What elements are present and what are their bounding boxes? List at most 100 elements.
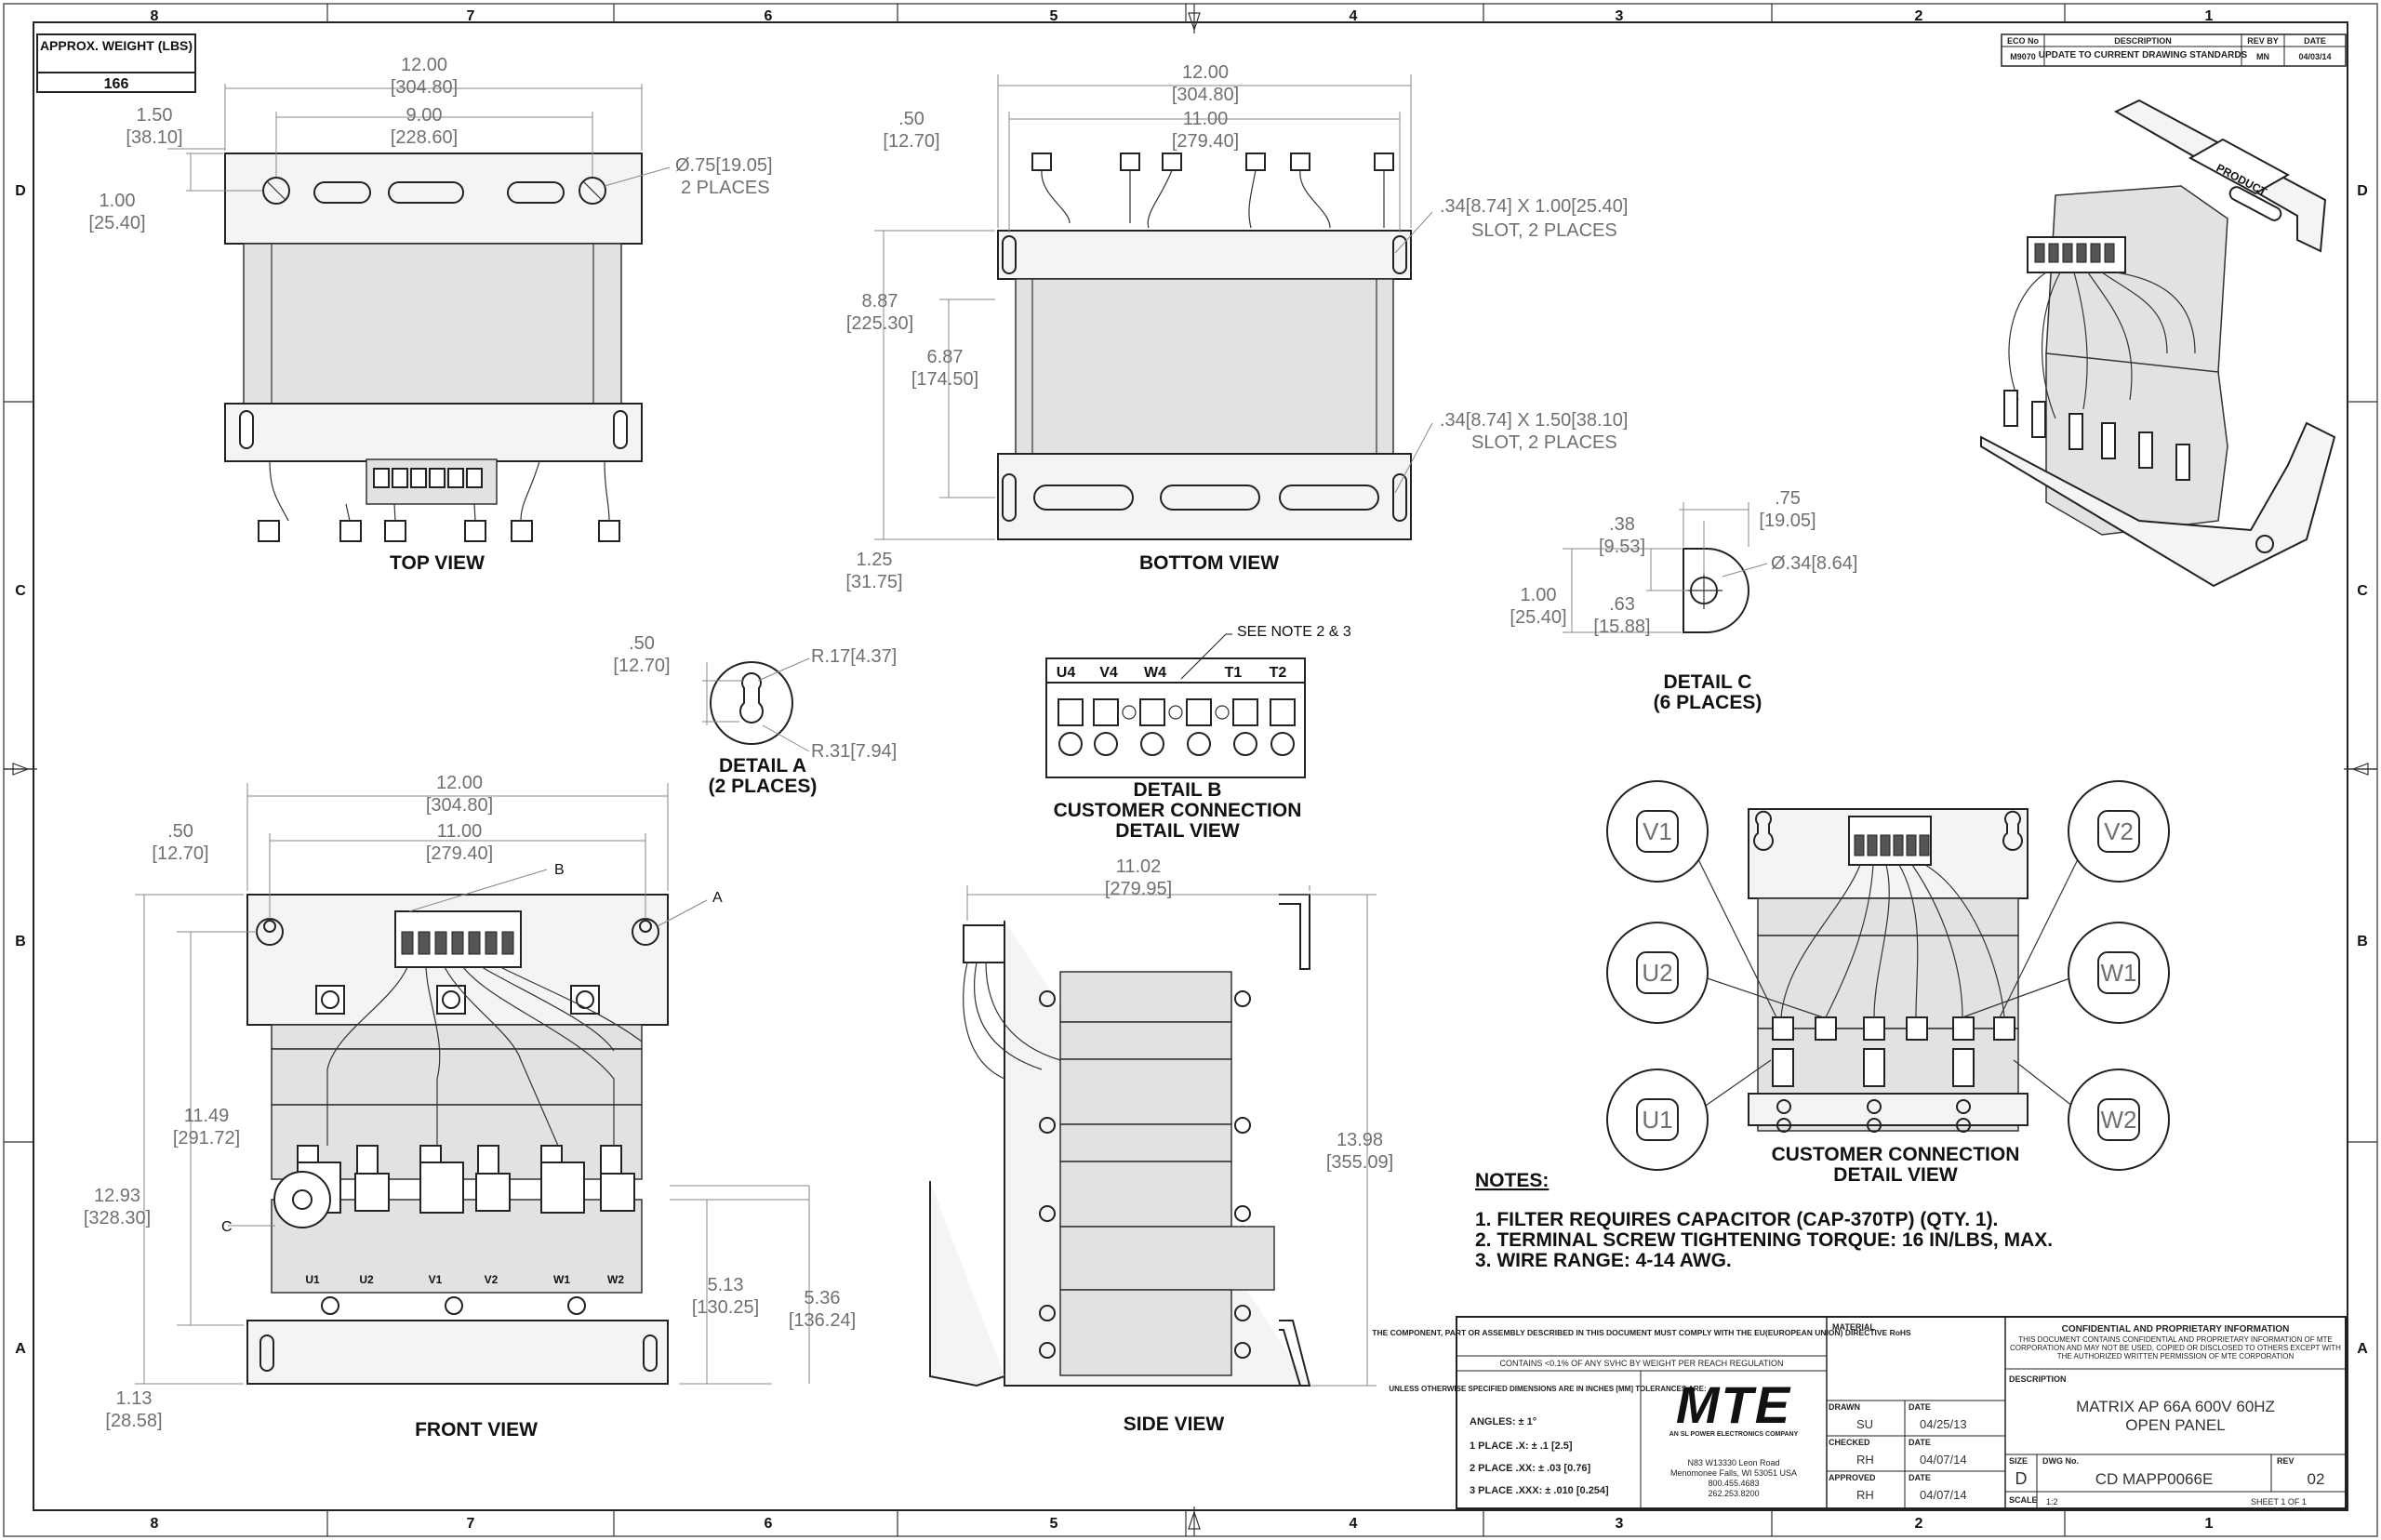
top-hole-qty: 2 PLACES <box>681 178 770 198</box>
detail-b-term-t2: T2 <box>1270 665 1287 681</box>
notes-title: NOTES: <box>1475 1170 1549 1191</box>
bottom-width-mm: [304.80] <box>1172 85 1239 105</box>
centering-marks <box>4 4 2377 1536</box>
side-height-mm: [355.09] <box>1326 1152 1393 1173</box>
detail-b-term-w4: W4 <box>1144 665 1166 681</box>
tb-dwg-label: DWG No. <box>2042 1456 2079 1466</box>
detail-c-63-in: .63 <box>1609 594 1635 615</box>
front-view-dims <box>135 783 810 1385</box>
isometric-view: PRODUCT <box>1980 99 2336 588</box>
detail-a-r17: R.17[4.37] <box>811 646 897 667</box>
tb-description-label: DESCRIPTION <box>2009 1374 2067 1384</box>
tb-description-1: MATRIX AP 66A 600V 60HZ <box>2076 1398 2275 1415</box>
front-term-w2: W2 <box>607 1273 624 1286</box>
front-width-mm: [304.80] <box>426 795 493 816</box>
tb-tol-1place: 1 PLACE .X: ± .1 [2.5] <box>1470 1440 1573 1452</box>
detail-c <box>1683 548 1749 633</box>
callout-b: B <box>554 862 565 878</box>
detail-c-75-in: .75 <box>1775 488 1801 509</box>
note-1: 1. FILTER REQUIRES CAPACITOR (CAP-370TP)… <box>1475 1209 1998 1230</box>
front-h1-mm: [291.72] <box>173 1128 240 1148</box>
tb-scale-label: SCALE <box>2009 1495 2038 1505</box>
tb-size-label: SIZE <box>2009 1456 2028 1466</box>
front-edge-in: .50 <box>167 821 193 842</box>
top-pitch-in: 9.00 <box>406 105 443 126</box>
tb-address-2: Menomonee Falls, WI 53051 USA <box>1670 1468 1797 1478</box>
zone-row-d-left: D <box>15 183 26 199</box>
zone-row-c-right: C <box>2357 583 2368 599</box>
side-width-mm: [279.95] <box>1105 879 1172 899</box>
detail-c-63-mm: [15.88] <box>1593 617 1650 637</box>
tb-confidential-text: THIS DOCUMENT CONTAINS CONFIDENTIAL AND … <box>2010 1335 2341 1361</box>
note-2: 2. TERMINAL SCREW TIGHTENING TORQUE: 16 … <box>1475 1229 2053 1251</box>
top-depth-mm: [25.40] <box>88 213 145 233</box>
tb-tol-2place: 2 PLACE .XX: ± .03 [0.76] <box>1470 1463 1590 1474</box>
detail-b-term-u4: U4 <box>1057 665 1076 681</box>
bottom-width-in: 12.00 <box>1182 62 1229 83</box>
bottom-h1-in: 8.87 <box>862 291 898 312</box>
zone-col-5-bottom: 5 <box>1050 1516 1058 1532</box>
notes: NOTES: 1. FILTER REQUIRES CAPACITOR (CAP… <box>1475 1170 2053 1271</box>
front-pitch-in: 11.00 <box>437 821 483 842</box>
zone-col-2-bottom: 2 <box>1915 1516 1923 1532</box>
top-edge-mm: [38.10] <box>126 127 182 148</box>
side-view-label: SIDE VIEW <box>1124 1414 1225 1435</box>
title-block <box>1456 1316 2347 1509</box>
tb-tol-3place: 3 PLACE .XXX: ± .010 [0.254] <box>1470 1485 1609 1496</box>
zone-row-a-left: A <box>15 1341 26 1357</box>
slot-bottom-dim: .34[8.74] X 1.50[38.10] <box>1440 410 1628 431</box>
tb-logo: MTE <box>1676 1375 1791 1434</box>
zone-col-5-top: 5 <box>1050 8 1058 24</box>
rev-description: UPDATE TO CURRENT DRAWING STANDARDS <box>2039 50 2248 60</box>
bubble-v1: V1 <box>1643 817 1672 845</box>
detail-b-subtitle: CUSTOMER CONNECTION <box>1054 800 1302 821</box>
front-view-label: FRONT VIEW <box>415 1419 538 1440</box>
detail-c-75-mm: [19.05] <box>1759 511 1816 531</box>
side-view-dims <box>966 885 1377 1387</box>
bottom-view-dims <box>874 74 1433 540</box>
tb-dwg: CD MAPP0066E <box>2095 1470 2214 1488</box>
zone-row-b-right: B <box>2357 934 2368 949</box>
zone-labels: 8 7 6 5 4 3 2 1 8 7 6 5 4 3 2 1 D C B A … <box>15 8 2368 1532</box>
detail-a-qty: (2 PLACES) <box>709 776 818 797</box>
weight-box: APPROX. WEIGHT (LBS) 166 <box>36 33 196 93</box>
front-term-w1: W1 <box>553 1273 570 1286</box>
detail-c-hole: Ø.34[8.64] <box>1771 553 1857 574</box>
front-term-v1: V1 <box>429 1273 443 1286</box>
front-h2-in: 12.93 <box>94 1186 140 1206</box>
tb-reach: CONTAINS <0.1% OF ANY SVHC BY WEIGHT PER… <box>1500 1359 1784 1368</box>
outer-border <box>3 3 2378 1537</box>
detail-c-38-in: .38 <box>1609 514 1635 535</box>
bottom-h2-in: 6.87 <box>927 347 964 367</box>
slot-top-qty: SLOT, 2 PLACES <box>1471 220 1617 241</box>
zone-col-1-bottom: 1 <box>2205 1516 2214 1532</box>
callout-a: A <box>712 890 723 906</box>
zone-ticks <box>4 4 2377 1536</box>
drawing-frame <box>33 21 2348 1511</box>
detail-a-title: DETAIL A <box>719 755 806 777</box>
tb-rev-label: REV <box>2277 1456 2295 1466</box>
top-pitch-mm: [228.60] <box>391 127 458 148</box>
bottom-edge-mm: [12.70] <box>883 131 939 152</box>
rev-header-date: DATE <box>2304 36 2326 46</box>
detail-b <box>1045 633 1306 778</box>
tb-checked: RH <box>1856 1453 1874 1467</box>
tb-tolerance-header: UNLESS OTHERWISE SPECIFIED DIMENSIONS AR… <box>1389 1385 1706 1393</box>
tb-description-2: OPEN PANEL <box>2125 1416 2225 1434</box>
bottom-h1-mm: [225.30] <box>846 313 913 334</box>
zone-col-4-top: 4 <box>1350 8 1358 24</box>
side-height-in: 13.98 <box>1337 1130 1383 1150</box>
detail-a-r31: R.31[7.94] <box>811 741 897 762</box>
tb-approved-date-label: DATE <box>1909 1473 1931 1482</box>
top-edge-in: 1.50 <box>137 105 173 126</box>
bottom-h2-mm: [174.50] <box>911 369 978 390</box>
zone-col-4-bottom: 4 <box>1350 1516 1358 1532</box>
tb-drawn-date-label: DATE <box>1909 1402 1931 1412</box>
front-h3-mm: [130.25] <box>692 1297 759 1318</box>
zone-row-c-left: C <box>15 583 26 599</box>
zone-row-b-left: B <box>15 934 26 949</box>
detail-c-100-mm: [25.40] <box>1510 607 1566 628</box>
front-edge-mm: [12.70] <box>152 843 208 864</box>
detail-b-note-ref: SEE NOTE 2 & 3 <box>1237 624 1351 640</box>
